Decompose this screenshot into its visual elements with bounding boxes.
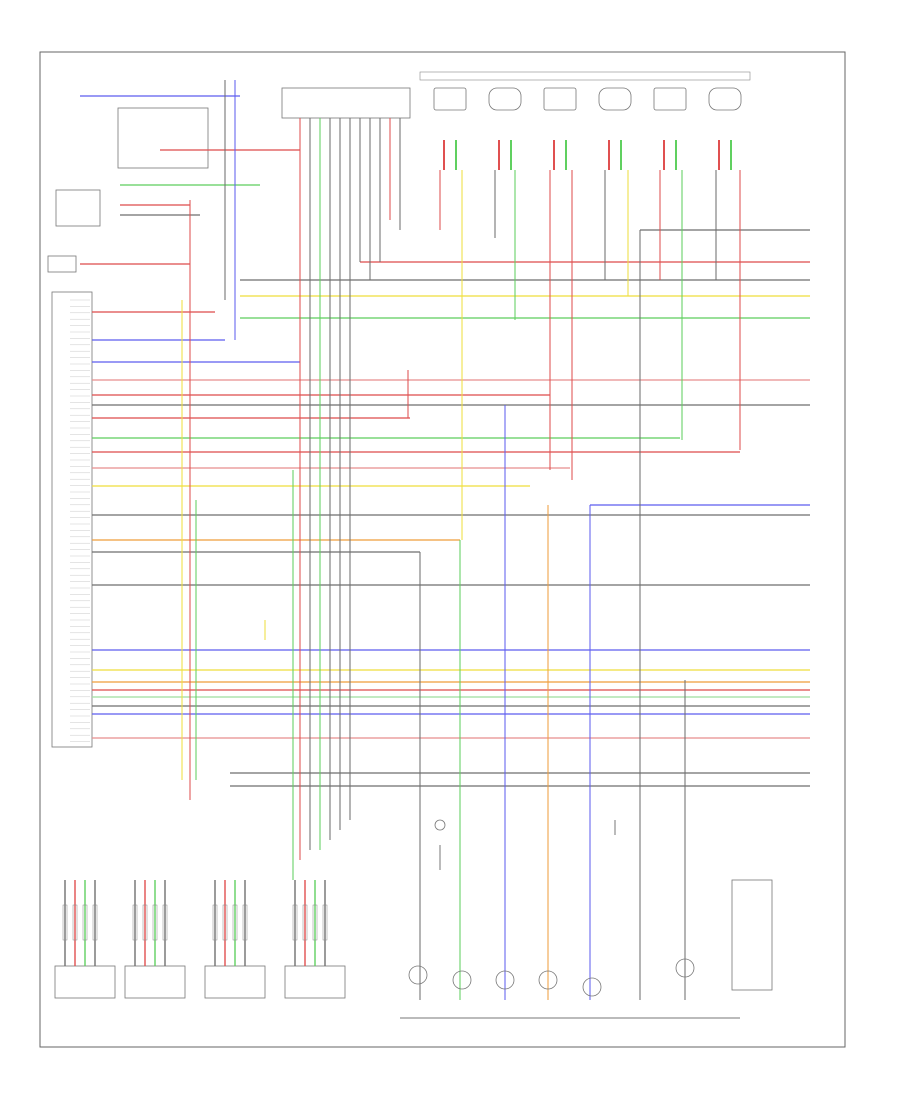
ignition-switch-box bbox=[117, 107, 209, 169]
sensor-lead-terminal bbox=[82, 904, 88, 941]
cluster-gauge bbox=[538, 970, 558, 990]
cluster-gauge bbox=[408, 965, 428, 985]
crank-sensor-box bbox=[55, 189, 101, 227]
sensor-lead-terminal bbox=[232, 904, 238, 941]
sensor-lead-terminal bbox=[222, 904, 228, 941]
sensor-lead-terminal bbox=[242, 904, 248, 941]
injector-group bbox=[419, 71, 751, 170]
heated-oxygen-sensor-box bbox=[204, 965, 266, 999]
sensor-lead-terminal bbox=[92, 904, 98, 941]
injector-body bbox=[653, 87, 687, 111]
cluster-gauge bbox=[582, 977, 602, 997]
gauge-group bbox=[408, 819, 695, 997]
injector-body bbox=[488, 87, 522, 111]
cluster-gauge bbox=[675, 958, 695, 978]
connector-pins bbox=[70, 299, 90, 742]
sensor-lead-terminal bbox=[132, 904, 138, 941]
sensor-lead-terminal bbox=[322, 904, 328, 941]
sensor-lead-terminal bbox=[72, 904, 78, 941]
sensor-lead-terminal bbox=[62, 904, 68, 941]
injector-harness-bracket bbox=[419, 71, 751, 81]
sensor-lead-terminal bbox=[142, 904, 148, 941]
heated-oxygen-sensor-box bbox=[54, 965, 116, 999]
sensor-lead-terminal bbox=[312, 904, 318, 941]
sensor-lead-terminal bbox=[152, 904, 158, 941]
sensor-lead-terminal bbox=[302, 904, 308, 941]
main-connector-block bbox=[51, 291, 93, 748]
distributor-box bbox=[47, 255, 77, 273]
fuse-indicator bbox=[434, 819, 446, 831]
sensor-lead-terminal bbox=[212, 904, 218, 941]
sensor-group bbox=[54, 880, 346, 999]
sensor-lead-terminal bbox=[292, 904, 298, 941]
diagram-frame bbox=[39, 51, 846, 1048]
sensor-lead-terminal bbox=[162, 904, 168, 941]
main-relay-connector bbox=[281, 87, 411, 119]
heated-oxygen-sensor-box bbox=[124, 965, 186, 999]
heated-oxygen-sensor-box bbox=[284, 965, 346, 999]
cluster-gauge bbox=[452, 970, 472, 990]
injector-body bbox=[433, 87, 467, 111]
injector-body bbox=[543, 87, 577, 111]
ground-module-box bbox=[731, 879, 773, 991]
cluster-gauge bbox=[495, 970, 515, 990]
wire-group bbox=[80, 80, 810, 1000]
injector-body bbox=[598, 87, 632, 111]
injector-body bbox=[708, 87, 742, 111]
